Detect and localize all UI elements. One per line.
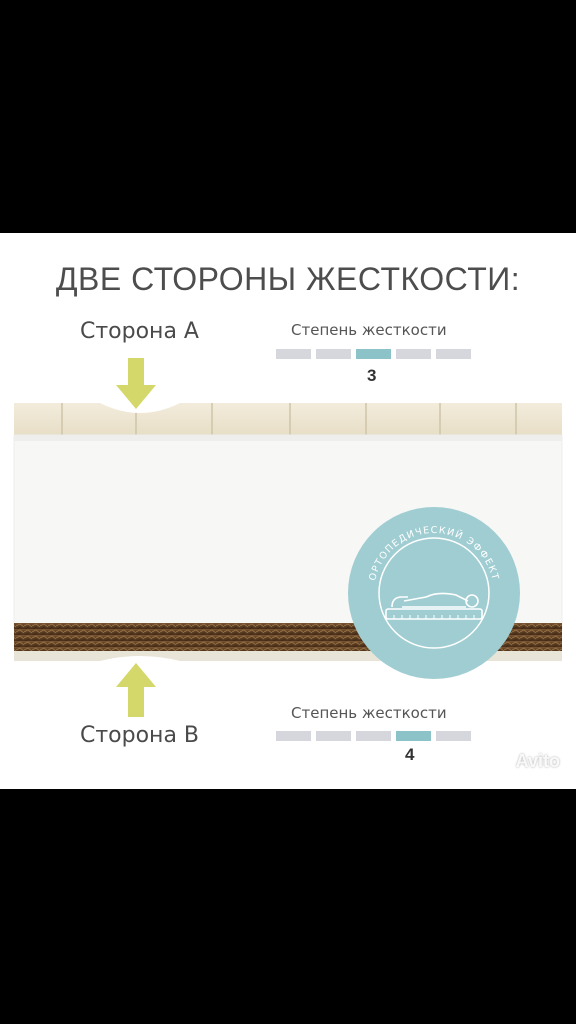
arrow-side-b-icon	[116, 663, 156, 717]
avito-watermark: Avito	[515, 751, 560, 771]
product-image-panel: ДВЕ СТОРОНЫ ЖЕСТКОСТИ:	[0, 233, 576, 789]
scale-segment	[276, 349, 311, 359]
side-a-stiffness-value: 3	[367, 366, 377, 385]
side-a-stiffness-scale	[276, 349, 471, 359]
person-lying-on-mattress-icon	[385, 592, 483, 620]
scale-segment-active	[356, 349, 391, 359]
page-title: ДВЕ СТОРОНЫ ЖЕСТКОСТИ:	[55, 261, 521, 297]
scale-segment	[396, 349, 431, 359]
orthopedic-effect-badge: ОРТОПЕДИЧЕСКИЙ ЭФФЕКТ	[348, 507, 520, 679]
side-a-stiffness-label: Степень жесткости	[291, 321, 447, 339]
scale-segment	[276, 731, 311, 741]
scale-segment	[356, 731, 391, 741]
scale-segment-active	[396, 731, 431, 741]
scale-segment	[316, 731, 351, 741]
side-b-stiffness-label: Степень жесткости	[291, 704, 447, 722]
scale-segment	[436, 349, 471, 359]
side-b-label: Сторона В	[80, 723, 200, 748]
side-a-label: Сторона А	[80, 319, 199, 344]
side-b-stiffness-scale	[276, 731, 471, 741]
scale-segment	[436, 731, 471, 741]
arrow-side-a-icon	[116, 358, 156, 409]
scale-segment	[316, 349, 351, 359]
side-b-stiffness-value: 4	[405, 745, 415, 764]
